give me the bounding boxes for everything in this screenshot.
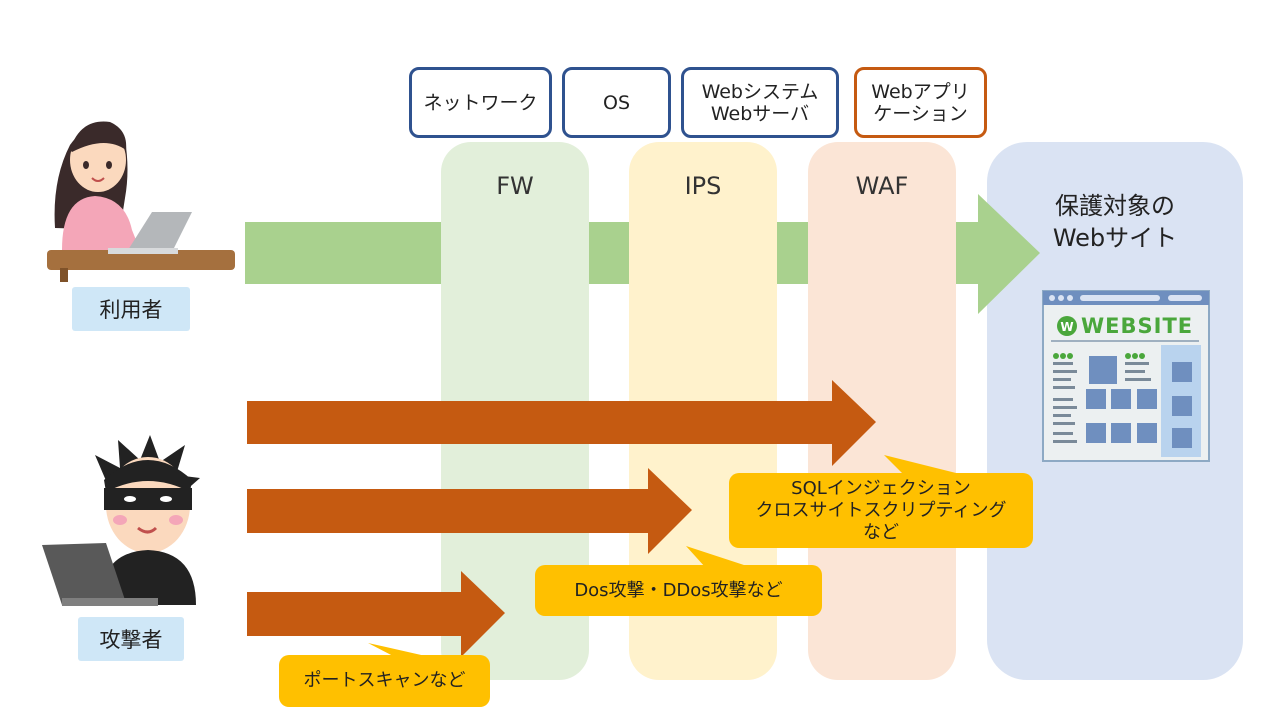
target-label: 保護対象の Webサイト <box>1052 192 1178 252</box>
dos-callout <box>535 565 822 616</box>
sql-callout-tail <box>884 455 960 476</box>
dos-callout-text: Dos攻撃・DDos攻撃など <box>574 579 783 601</box>
port-scan-callout-text: ポートスキャンなど <box>303 670 466 691</box>
website-illustration: W <box>1042 290 1210 462</box>
dos-callout-tail <box>686 546 750 567</box>
user-illustration <box>47 121 235 282</box>
user-label: 利用者 <box>72 287 190 331</box>
website-logo-text: WEBSITE <box>1081 314 1194 338</box>
fw-label: FW <box>496 172 534 200</box>
layer-web-system: Webシステム Webサーバ <box>681 67 839 138</box>
user-traffic-arrow-mid2 <box>777 222 808 284</box>
port-scan-callout-tail <box>368 643 430 657</box>
layer-network: ネットワーク <box>409 67 552 138</box>
sql-attack-arrow <box>247 380 876 466</box>
waf-label: WAF <box>855 172 909 200</box>
attacker-label: 攻撃者 <box>78 617 184 661</box>
sql-callout <box>729 473 1033 548</box>
layer-os: OS <box>562 67 671 138</box>
layer-web-application: Webアプリ ケーション <box>854 67 987 138</box>
dos-attack-arrow <box>247 468 692 554</box>
user-traffic-arrow-mid1 <box>589 222 629 284</box>
attacker-illustration <box>42 435 200 606</box>
user-traffic-arrow <box>245 222 441 284</box>
user-traffic-arrowhead <box>956 194 1040 314</box>
port-scan-callout <box>279 655 490 707</box>
sql-callout-text: SQLインジェクション クロスサイトスクリプティング など <box>755 477 1007 543</box>
svg-text:W: W <box>1060 320 1073 334</box>
ips-label: IPS <box>684 172 722 200</box>
port-scan-arrow <box>247 571 505 657</box>
